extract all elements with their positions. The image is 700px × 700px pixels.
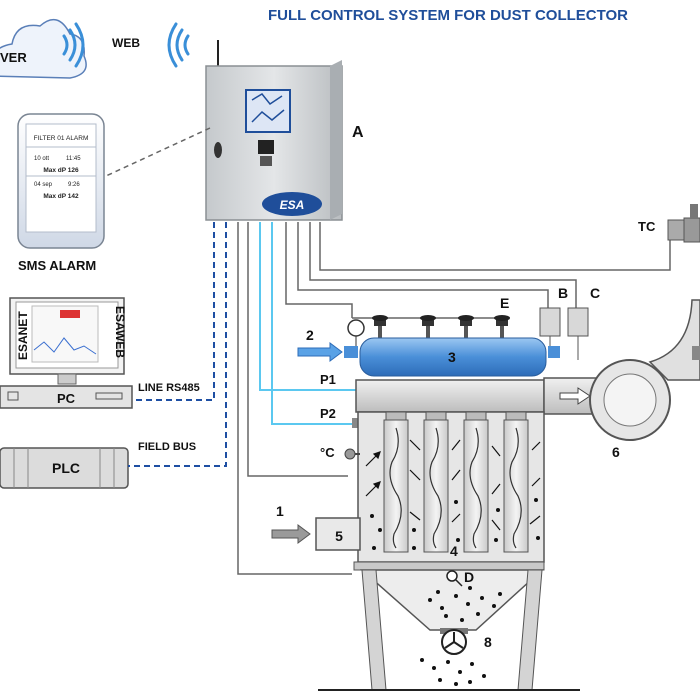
pressure-gauge-icon (347, 319, 365, 337)
cabinet-brand: ESA (280, 198, 305, 212)
hopper (318, 569, 580, 691)
pc-icon: ESANET ESAWEB PC (0, 297, 133, 409)
plc-label: PLC (52, 460, 80, 476)
phone-row1-date: 10 ott (34, 156, 49, 162)
phone-row2-time: 9:26 (68, 182, 80, 188)
fan-6 (589, 299, 700, 441)
compressed-air-header (344, 319, 560, 377)
temperature-sensor-tc (667, 204, 700, 243)
bus-links (128, 222, 227, 467)
pulse-valves (372, 315, 510, 344)
label-b: B (558, 285, 568, 301)
filter-bags (383, 411, 529, 553)
cabinet-label: A (352, 124, 364, 141)
label-temp: °C (320, 445, 335, 460)
label-2: 2 (306, 327, 314, 343)
phone-row2-value: Max dP 142 (43, 193, 79, 200)
cloud-label: VER (0, 50, 27, 65)
label-4: 4 (450, 543, 458, 559)
label-6: 6 (612, 444, 620, 460)
rotary-valve-icon (440, 628, 468, 655)
clean-air-plenum (355, 379, 545, 413)
line-rs485-label: LINE RS485 (138, 382, 200, 394)
sensor-box-b (539, 307, 561, 337)
wifi-icon (167, 22, 190, 68)
inlet-box-5 (315, 517, 361, 551)
pc-label: PC (57, 391, 76, 406)
control-cabinet: ESA (205, 40, 343, 221)
phone-row2-date: 04 sep (34, 182, 53, 188)
inlet-arrow-2 (297, 342, 343, 362)
web-label: WEB (112, 36, 140, 50)
phone-header: FILTER 01 ALARM (34, 135, 89, 142)
dust-particles (370, 498, 540, 550)
label-3: 3 (448, 349, 456, 365)
label-1: 1 (276, 503, 284, 519)
bottom-flange (353, 561, 545, 571)
label-c: C (590, 285, 600, 301)
plc-icon: PLC (0, 447, 129, 489)
pc-left-text: ESANET (16, 311, 30, 360)
label-e: E (500, 295, 509, 311)
esa-logo (262, 192, 322, 216)
sms-link (105, 127, 211, 177)
label-5: 5 (335, 528, 343, 544)
field-bus-label: FIELD BUS (138, 441, 196, 453)
pc-right-text: ESAWEB (113, 306, 127, 358)
label-d: D (464, 569, 474, 585)
sms-alarm-label: SMS ALARM (18, 258, 96, 273)
level-sensor-d (446, 570, 463, 587)
phone-icon: FILTER 01 ALARM 10 ott 11:45 Max dP 126 … (17, 113, 105, 249)
phone-row1-value: Max dP 126 (43, 167, 79, 174)
cloud-icon: VER (0, 18, 87, 79)
phone-row1-time: 11:45 (66, 156, 81, 162)
temperature-probe (344, 448, 360, 460)
label-p1: P1 (320, 372, 336, 387)
sensor-box-c (567, 307, 589, 337)
wifi-icon (62, 22, 85, 68)
dust-flow-arrows (365, 439, 541, 531)
label-p2: P2 (320, 406, 336, 421)
inlet-arrow-1 (271, 524, 311, 544)
hopper-dust (420, 586, 502, 686)
tc-label: TC (638, 219, 656, 234)
diagram-title: FULL CONTROL SYSTEM FOR DUST COLLECTOR (268, 7, 628, 24)
label-8: 8 (484, 634, 492, 650)
